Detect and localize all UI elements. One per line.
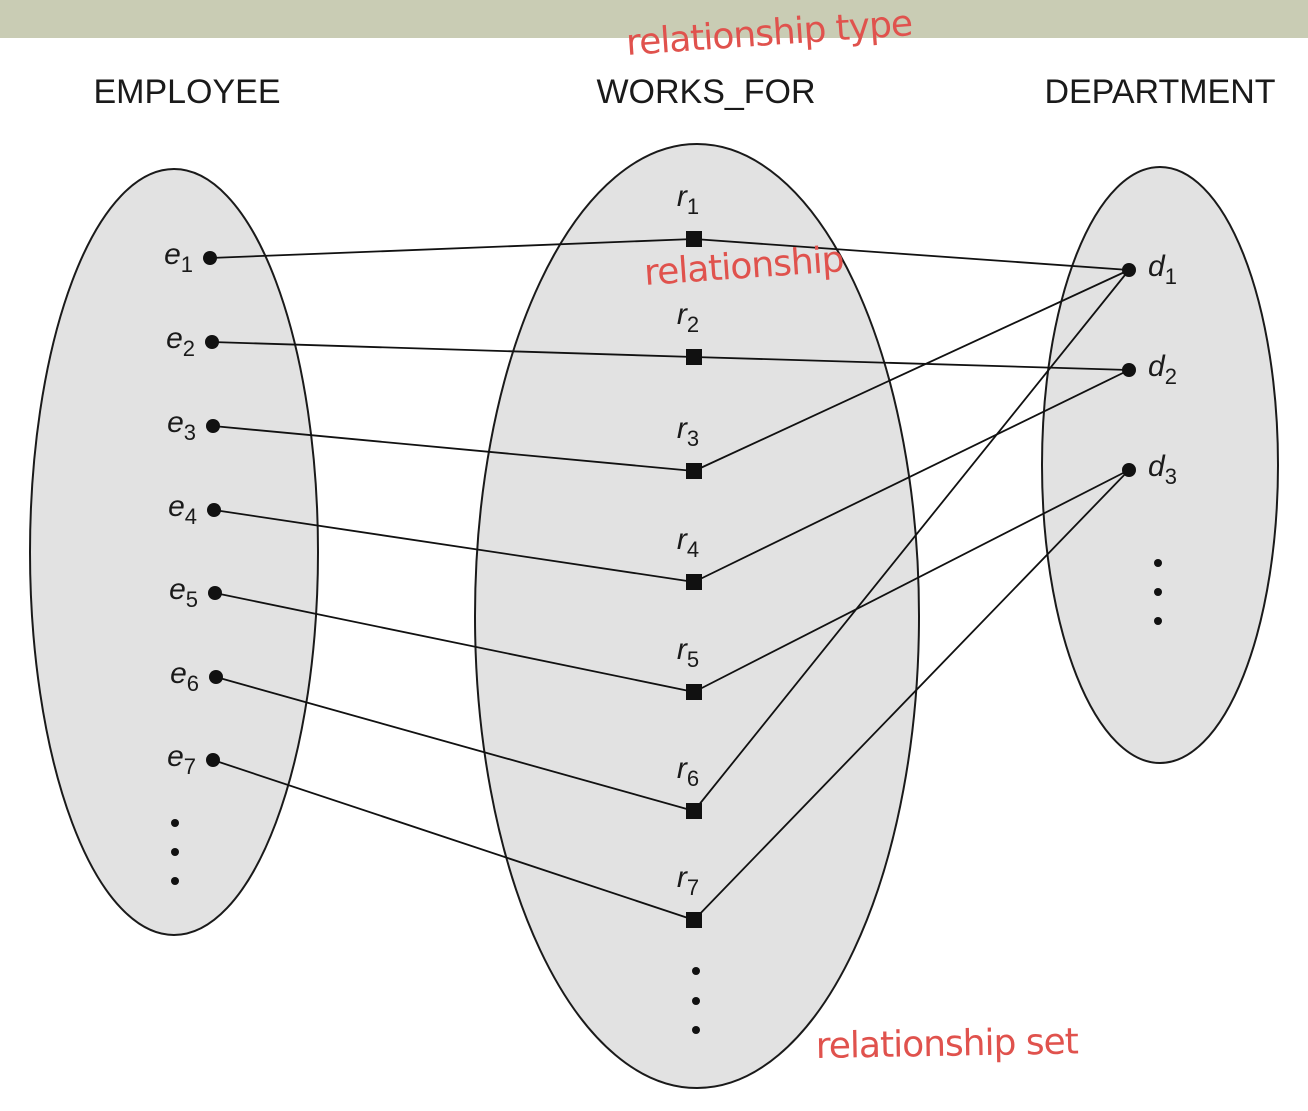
link-employee-to-relationship <box>214 592 695 693</box>
relationship-node <box>686 803 702 819</box>
employee-node-label: e7 <box>167 740 196 779</box>
employee-more-dots <box>171 819 179 885</box>
link-relationship-to-department <box>693 369 1130 583</box>
slide-top-bar <box>0 0 1308 38</box>
employee-set-ellipse <box>29 168 319 936</box>
employee-node <box>206 753 220 767</box>
employee-node-label: e5 <box>169 573 198 612</box>
employee-node <box>205 335 219 349</box>
relationship-links <box>209 238 1130 921</box>
department-node <box>1122 263 1136 277</box>
relationship-node <box>686 463 702 479</box>
department-more-dots <box>1154 559 1162 625</box>
link-employee-to-relationship <box>212 759 695 921</box>
employee-node-label: e3 <box>167 406 196 445</box>
relationship-node <box>686 574 702 590</box>
employee-node-label: e6 <box>170 657 199 696</box>
employee-set-title: EMPLOYEE <box>93 73 280 111</box>
department-node <box>1122 463 1136 477</box>
annotation-relationship-set: relationship set <box>815 1021 1079 1067</box>
department-node-label: d2 <box>1148 350 1177 389</box>
link-employee-to-relationship <box>211 341 695 358</box>
relationship-node <box>686 912 702 928</box>
relationship-more-dots <box>692 967 700 1034</box>
link-relationship-to-department <box>693 469 1130 921</box>
link-employee-to-relationship <box>215 676 695 812</box>
employee-node <box>208 586 222 600</box>
link-employee-to-relationship <box>212 425 695 472</box>
department-node <box>1122 363 1136 377</box>
relationship-node <box>686 349 702 365</box>
relationship-node <box>686 684 702 700</box>
works-for-set-title: WORKS_FOR <box>596 73 815 111</box>
link-relationship-to-department <box>693 269 1130 812</box>
link-relationship-to-department <box>693 269 1130 472</box>
link-employee-to-relationship <box>209 238 695 259</box>
link-relationship-to-department <box>693 469 1130 693</box>
employee-node-label: e4 <box>168 490 197 529</box>
link-employee-to-relationship <box>213 509 695 583</box>
link-relationship-to-department <box>693 238 1130 271</box>
annotation-relationship-type: relationship type <box>625 3 914 64</box>
works-for-set-ellipse <box>474 143 920 1089</box>
relationship-node <box>686 231 702 247</box>
department-set-title: DEPARTMENT <box>1044 73 1275 111</box>
department-set-ellipse <box>1041 166 1279 764</box>
link-relationship-to-department <box>693 356 1130 371</box>
employee-node <box>209 670 223 684</box>
employee-node <box>207 503 221 517</box>
employee-node <box>203 251 217 265</box>
employee-node <box>206 419 220 433</box>
